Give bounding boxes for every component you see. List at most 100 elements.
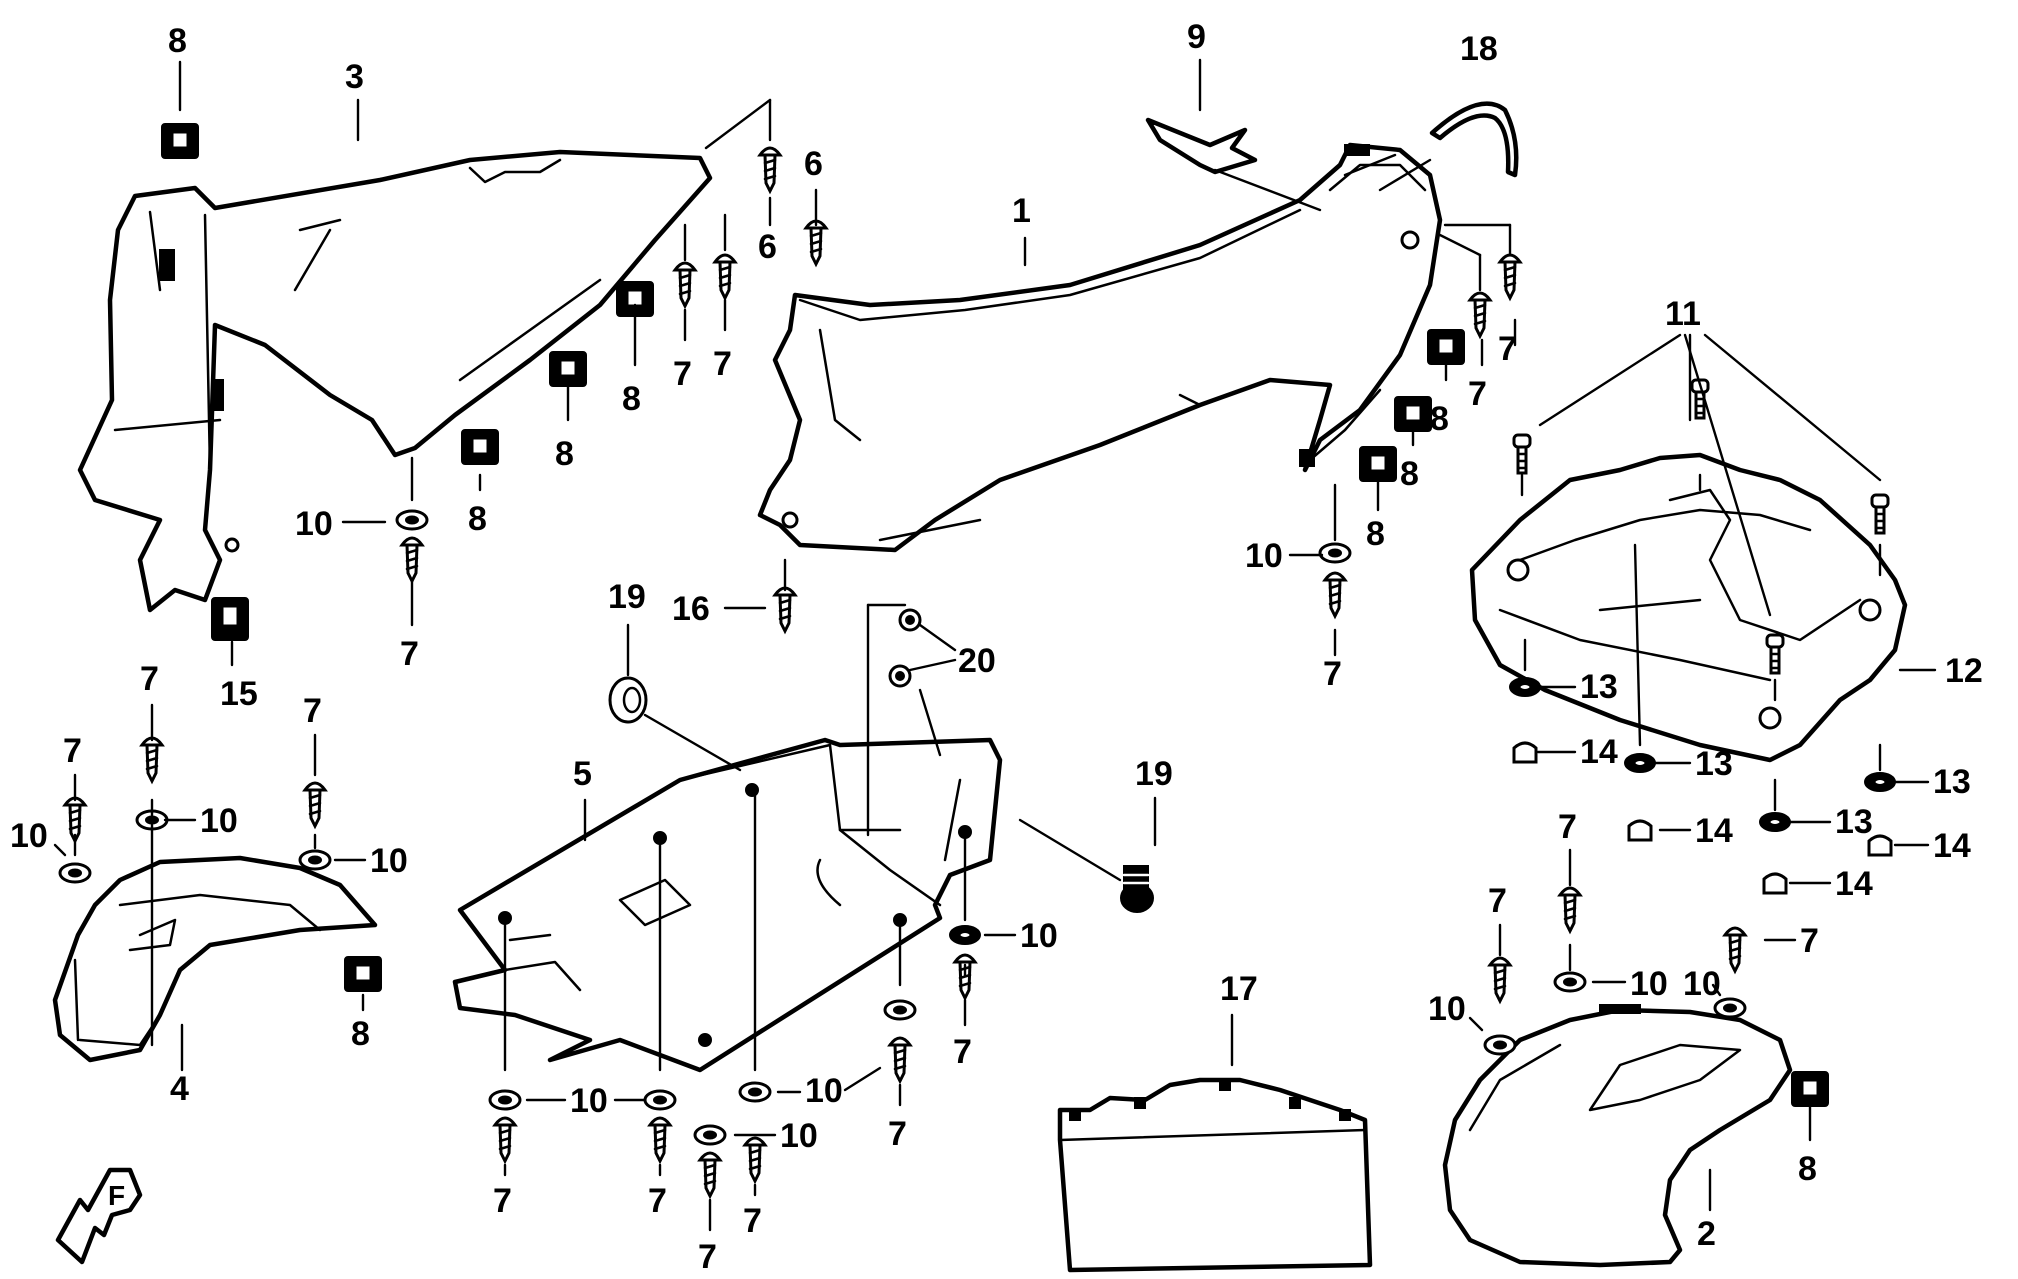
- washer-hole-icon: [405, 515, 419, 525]
- callout-8: 8: [1366, 515, 1385, 553]
- clip-nut-hole-icon: [353, 963, 373, 983]
- callout-7: 7: [140, 660, 159, 698]
- callout-8: 8: [555, 435, 574, 473]
- cap-nut-icon: [1867, 834, 1893, 857]
- callout-7: 7: [1323, 655, 1342, 693]
- callout-2: 2: [1697, 1215, 1716, 1253]
- cap-nut-icon: [1627, 819, 1653, 842]
- part-1-center-cover: [757, 142, 1443, 553]
- screw-icon: [1557, 886, 1583, 935]
- screw-icon: [952, 953, 978, 1002]
- screw-icon: [399, 536, 425, 585]
- clip-nut-hole-icon: [1368, 453, 1388, 473]
- callout-19: 19: [608, 578, 646, 616]
- clip-nut-hole-icon: [558, 358, 578, 378]
- fasteners-layer: [58, 123, 1896, 1200]
- washer-hole-icon: [893, 1005, 907, 1015]
- screw-icon: [772, 586, 798, 635]
- screw-icon: [1322, 571, 1348, 620]
- callout-8: 8: [622, 380, 641, 418]
- callout-8: 8: [168, 22, 187, 60]
- washer-hole-icon: [1328, 548, 1342, 558]
- callout-14: 14: [1933, 827, 1971, 865]
- part-20-nuts: [888, 608, 922, 688]
- callout-10: 10: [805, 1072, 843, 1110]
- callout-7: 7: [743, 1202, 762, 1240]
- part-12-under-tray: [1469, 452, 1908, 763]
- part-9-clip: [1145, 117, 1258, 175]
- washer-hole-icon: [1723, 1003, 1737, 1013]
- screw-icon: [1497, 253, 1523, 302]
- callout-13: 13: [1695, 745, 1733, 783]
- screw-icon: [492, 1116, 518, 1165]
- part-2-right-side-cover: [1442, 1004, 1793, 1268]
- screw-icon: [712, 253, 738, 302]
- screw-icon: [803, 219, 829, 268]
- callout-18: 18: [1460, 30, 1498, 68]
- washer-hole-icon: [1632, 758, 1648, 768]
- clip-nut-hole-icon: [1436, 336, 1456, 356]
- washer-hole-icon: [1563, 977, 1577, 987]
- callout-7: 7: [698, 1238, 717, 1276]
- leader-lines: [53, 58, 1937, 1232]
- screw-icon: [647, 1116, 673, 1165]
- callout-7: 7: [1488, 882, 1507, 920]
- washer-hole-icon: [1517, 682, 1533, 692]
- callout-10: 10: [1020, 917, 1058, 955]
- callout-10: 10: [1428, 990, 1466, 1028]
- callout-20: 20: [958, 642, 996, 680]
- part-18-arc-strip: [1429, 101, 1519, 178]
- callout-7: 7: [888, 1115, 907, 1153]
- callout-labels: 8 3 6 6 7 7 8 8 8 10 7 15 1 9 18 7 7 8 8…: [10, 18, 1983, 1276]
- bolt-icon: [1870, 493, 1890, 535]
- screw-icon: [672, 261, 698, 310]
- callout-7: 7: [1800, 922, 1819, 960]
- callout-1: 1: [1012, 192, 1031, 230]
- part-15-clip: [211, 597, 249, 641]
- callout-7: 7: [1498, 330, 1517, 368]
- callout-8: 8: [1400, 455, 1419, 493]
- screw-icon: [757, 146, 783, 195]
- washer-hole-icon: [653, 1095, 667, 1105]
- screw-icon: [1722, 926, 1748, 975]
- callout-19: 19: [1135, 755, 1173, 793]
- part-3-left-inner-cover: [77, 149, 713, 613]
- bolt-icon: [1512, 433, 1532, 475]
- washer-hole-icon: [1767, 817, 1783, 827]
- clip-nut-hole-icon: [1800, 1078, 1820, 1098]
- washer-hole-icon: [308, 855, 322, 865]
- callout-10: 10: [370, 842, 408, 880]
- washer-hole-icon: [703, 1130, 717, 1140]
- callout-7: 7: [1468, 375, 1487, 413]
- callout-13: 13: [1835, 803, 1873, 841]
- callout-6-lower: 6: [758, 228, 777, 266]
- callout-10: 10: [1245, 537, 1283, 575]
- screw-icon: [302, 781, 328, 830]
- bolt-icon: [1765, 633, 1785, 675]
- clip-nut-hole-icon: [1403, 403, 1423, 423]
- washer-hole-icon: [748, 1087, 762, 1097]
- callout-10: 10: [10, 817, 48, 855]
- part-5-floor-pan: [452, 737, 1003, 1073]
- callout-10: 10: [1630, 965, 1668, 1003]
- callout-7: 7: [953, 1033, 972, 1071]
- callout-7: 7: [63, 732, 82, 770]
- callout-10: 10: [295, 505, 333, 543]
- callout-7: 7: [648, 1182, 667, 1220]
- cap-nut-icon: [1512, 741, 1538, 764]
- callout-8: 8: [1430, 400, 1449, 438]
- clip-nut-hole-icon: [625, 288, 645, 308]
- clip-nut-hole-icon: [470, 436, 490, 456]
- callout-14: 14: [1695, 812, 1733, 850]
- washer-hole-icon: [498, 1095, 512, 1105]
- callout-8: 8: [351, 1015, 370, 1053]
- callout-10: 10: [1683, 965, 1721, 1003]
- callout-11: 11: [1665, 295, 1701, 333]
- callout-14: 14: [1580, 733, 1618, 771]
- washer-hole-icon: [957, 930, 973, 940]
- callout-6-upper: 6: [804, 145, 823, 183]
- part-19-grommet-upper: [608, 676, 648, 724]
- callout-10: 10: [200, 802, 238, 840]
